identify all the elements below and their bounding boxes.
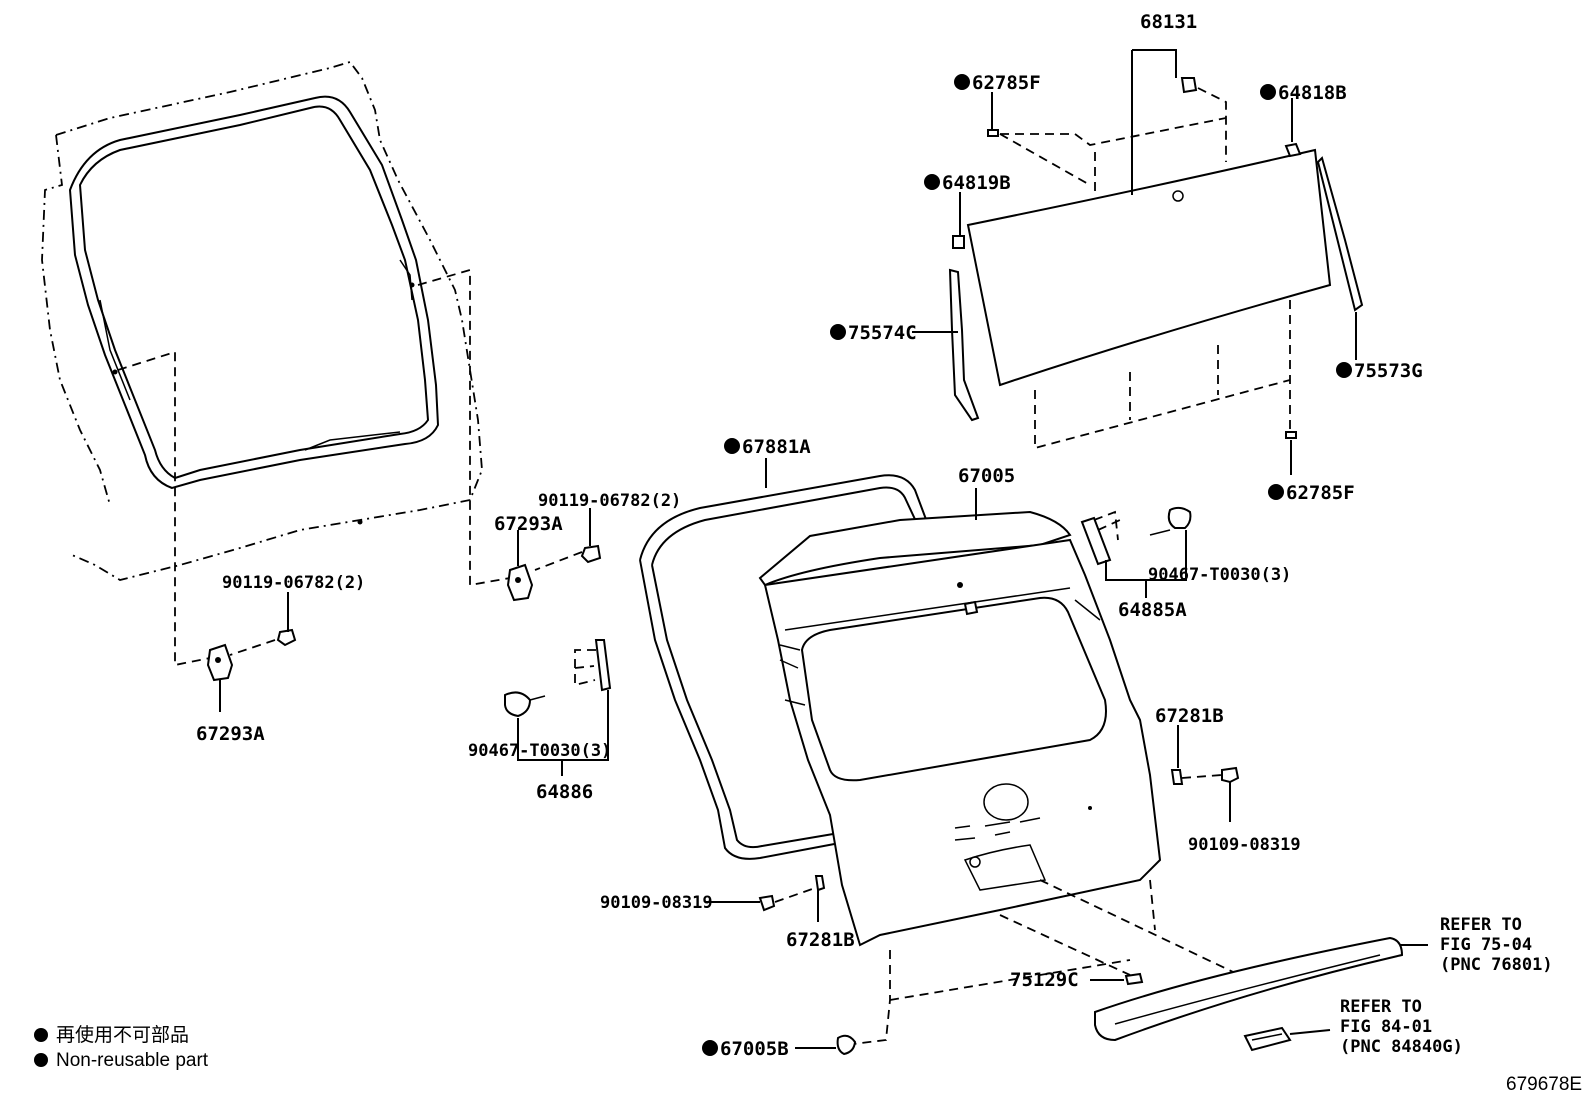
hinge-67293A-upper xyxy=(506,508,602,602)
refer-note-stop-lamp: REFER TO FIG 75-04 (PNC 76801) xyxy=(1440,915,1553,975)
label-64819B: 64819B xyxy=(942,172,1011,194)
refer-note-handle: REFER TO FIG 84-01 (PNC 84840G) xyxy=(1340,997,1463,1057)
label-68131: 68131 xyxy=(1140,11,1197,33)
label-90109-right: 90109-08319 xyxy=(1188,835,1301,855)
stoppers-67281B xyxy=(705,725,1240,922)
part-labels: 68131 62785F 64818B 64819B 75574C 75573G… xyxy=(196,11,1423,1060)
vehicle-body-outline xyxy=(41,60,483,581)
legend-english: Non-reusable part xyxy=(56,1050,209,1071)
non-reusable-marker xyxy=(1336,362,1352,378)
figure-id: 679678E xyxy=(1506,1074,1582,1095)
non-reusable-marker xyxy=(1260,84,1276,100)
glass-clips-moldings xyxy=(912,92,1364,475)
non-reusable-marker xyxy=(702,1040,718,1056)
label-67005: 67005 xyxy=(958,465,1015,487)
label-90109-left: 90109-08319 xyxy=(600,893,713,913)
refer-note-line: FIG 84-01 xyxy=(1340,1017,1432,1037)
non-reusable-marker xyxy=(830,324,846,340)
label-67293A-lower: 67293A xyxy=(196,723,265,745)
label-90119-lower: 90119-06782(2) xyxy=(222,573,365,593)
non-reusable-marker xyxy=(1268,484,1284,500)
label-67281B-left: 67281B xyxy=(786,929,855,951)
refer-note-line: (PNC 84840G) xyxy=(1340,1037,1463,1057)
non-reusable-marker xyxy=(924,174,940,190)
damper-clips xyxy=(504,506,1192,776)
label-67881A: 67881A xyxy=(742,436,811,458)
legend-marker xyxy=(34,1028,48,1042)
refer-note-line: REFER TO xyxy=(1340,997,1422,1017)
label-62785F-top: 62785F xyxy=(972,72,1041,94)
lower-parts xyxy=(795,879,1428,1056)
label-64886: 64886 xyxy=(536,781,593,803)
non-reusable-marker xyxy=(954,74,970,90)
label-90467-left: 90467-T0030(3) xyxy=(468,741,611,761)
label-67293A-upper: 67293A xyxy=(494,513,563,535)
label-67281B-right: 67281B xyxy=(1155,705,1224,727)
refer-note-line: REFER TO xyxy=(1440,915,1522,935)
hinge-67293A-lower xyxy=(206,592,297,712)
label-67005B: 67005B xyxy=(720,1038,789,1060)
label-62785F-bottom: 62785F xyxy=(1286,482,1355,504)
label-75573G: 75573G xyxy=(1354,360,1423,382)
refer-note-line: (PNC 76801) xyxy=(1440,955,1553,975)
refer-note-line: FIG 75-04 xyxy=(1440,935,1532,955)
non-reusable-marker xyxy=(724,438,740,454)
label-90467-right: 90467-T0030(3) xyxy=(1148,565,1291,585)
legend-japanese: 再使用不可部品 xyxy=(56,1024,189,1046)
label-64818B: 64818B xyxy=(1278,82,1347,104)
label-75574C: 75574C xyxy=(848,322,917,344)
back-window-glass xyxy=(966,49,1332,450)
weatherstrip-67881A xyxy=(639,458,931,860)
label-90119-upper: 90119-06782(2) xyxy=(538,491,681,511)
hinge-leader-lines xyxy=(117,268,583,667)
legend: 再使用不可部品 Non-reusable part xyxy=(34,1024,209,1071)
legend-marker xyxy=(34,1053,48,1067)
label-64885A: 64885A xyxy=(1118,599,1187,621)
back-door-panel xyxy=(758,488,1162,947)
label-75129C: 75129C xyxy=(1010,969,1079,991)
